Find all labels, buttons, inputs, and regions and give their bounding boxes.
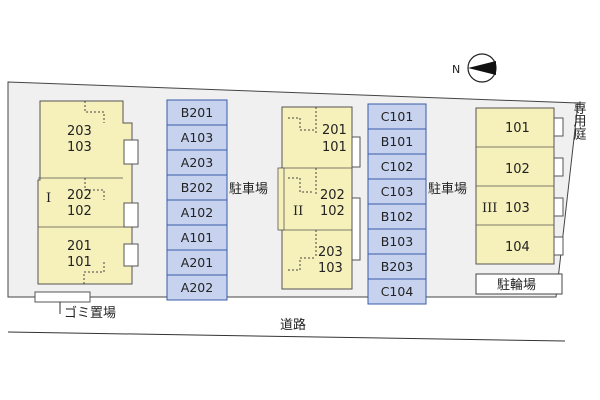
parking-space — [166, 274, 228, 301]
unit-label: 103 — [318, 261, 343, 276]
building-iii: 101 102 103 104 III — [475, 107, 564, 265]
garden-label: 専用庭 — [571, 101, 587, 141]
unit-label: 103 — [505, 201, 530, 216]
compass-icon: N — [452, 53, 497, 83]
parking-space — [367, 153, 427, 180]
parking-label: 駐車場 — [428, 182, 467, 197]
building-i: 203 103 202 102 201 101 I — [37, 100, 139, 285]
parking-space-label: A202 — [181, 280, 213, 295]
bicycle-label: 駐輪場 — [497, 277, 536, 293]
parking-space-label: B103 — [381, 234, 413, 249]
unit-label: 201 — [67, 239, 92, 254]
unit-label: 101 — [322, 140, 347, 155]
parking-space-label: A203 — [181, 155, 213, 170]
garbage-label: ゴミ置場 — [64, 305, 116, 321]
parking-space-label: C104 — [381, 284, 414, 299]
unit-label: 102 — [505, 162, 530, 177]
parking-space-label: C102 — [381, 159, 414, 174]
compass-letter: N — [452, 63, 460, 76]
unit-label: 203 — [318, 245, 343, 260]
parking-space-label: C101 — [381, 109, 414, 124]
bicycle-parking — [475, 273, 563, 295]
parking-space — [367, 203, 427, 230]
parking-space — [367, 253, 427, 280]
unit-label: 201 — [322, 123, 347, 138]
parking-space-label: B202 — [181, 180, 213, 195]
parking-space — [166, 174, 228, 201]
garbage-area — [34, 291, 91, 303]
unit-label: 101 — [505, 121, 530, 136]
parking-space — [367, 178, 427, 205]
parking-space-label: B201 — [181, 105, 213, 120]
unit-label: 103 — [67, 140, 92, 155]
parking-space — [166, 149, 228, 176]
parking-space-label: B203 — [381, 259, 413, 274]
unit-label: 104 — [505, 240, 530, 255]
parking-space — [367, 128, 427, 155]
parking-space — [367, 228, 427, 255]
parking-label: 駐車場 — [229, 182, 268, 197]
parking-space-label: B101 — [381, 134, 413, 149]
road-line — [7, 331, 566, 342]
building-number: I — [46, 191, 51, 206]
unit-label: 202 — [320, 188, 345, 203]
parking-space-label: B102 — [381, 209, 413, 224]
unit-label: 102 — [67, 204, 92, 219]
unit-label: 203 — [67, 124, 92, 139]
road-label: 道路 — [280, 317, 306, 333]
parking-space-label: A103 — [181, 130, 213, 145]
unit-label: 101 — [67, 255, 92, 270]
parking-space-label: C103 — [381, 184, 414, 199]
parking-space — [166, 224, 228, 251]
unit-label: 202 — [67, 188, 92, 203]
parking-space — [166, 249, 228, 276]
parking-space — [166, 199, 228, 226]
building-number: III — [482, 201, 497, 216]
building-ii: 201 101 202 102 203 103 II — [277, 106, 361, 290]
parking-space-label: A101 — [181, 230, 213, 245]
building-number: II — [293, 204, 303, 219]
parking-space-label: A201 — [181, 255, 213, 270]
parking-space-label: A102 — [181, 205, 213, 220]
unit-label: 102 — [320, 204, 345, 219]
parking-space — [367, 278, 427, 305]
